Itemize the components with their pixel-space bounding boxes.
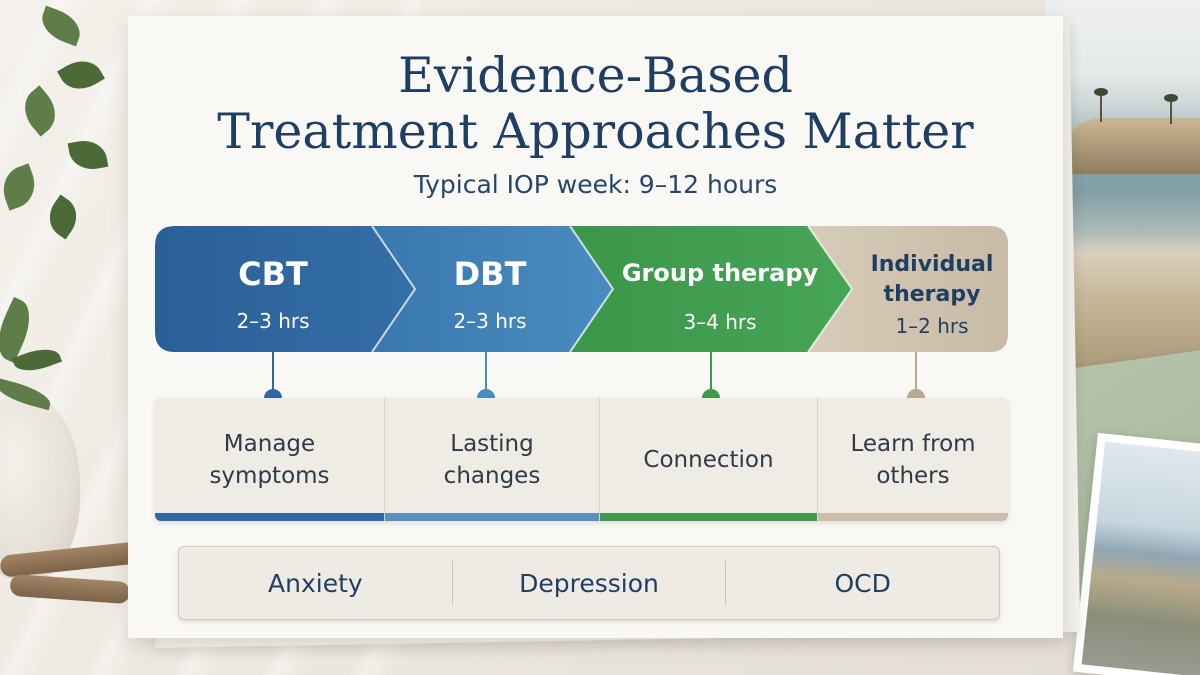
subtitle: Typical IOP week: 9–12 hours <box>413 170 778 199</box>
step-arrow-group-therapy <box>570 226 852 352</box>
step-arrow-dbt <box>372 226 613 352</box>
palm-tree <box>1100 92 1102 122</box>
step-name-individual-line2: therapy <box>884 282 981 307</box>
outcome-accent-bar <box>385 513 599 521</box>
step-name-cbt: CBT <box>238 255 308 293</box>
outcome-label: Lasting changes <box>443 430 541 489</box>
step-name-dbt: DBT <box>454 255 527 293</box>
chevron-separator <box>807 225 854 353</box>
outcome-accent-bar <box>818 513 1008 521</box>
outcome-connection: Connection <box>600 398 818 521</box>
step-name-group-therapy: Group therapy <box>622 259 819 287</box>
title-line-1: Evidence-Based <box>398 47 793 104</box>
outcome-label: Manage symptoms <box>209 430 330 489</box>
step-hours-dbt: 2–3 hrs <box>453 309 526 333</box>
outcome-label: Connection <box>643 446 774 473</box>
coastal-cliff <box>1062 118 1200 174</box>
chevron-separator <box>371 225 417 353</box>
chevron-separator <box>569 225 615 353</box>
condition-ocd: OCD <box>834 568 891 598</box>
outcome-manage-symptoms: Manage symptoms <box>155 398 385 521</box>
outcome-lasting-changes: Lasting changes <box>385 398 600 521</box>
outcomes-row: Manage symptoms Lasting changes Connecti… <box>155 398 1008 521</box>
step-hours-group-therapy: 3–4 hrs <box>683 310 756 334</box>
outcome-accent-bar <box>155 513 384 521</box>
conditions-divider <box>451 561 453 605</box>
outcome-learn-from-others: Learn from others <box>818 398 1008 521</box>
palm-tree-crown <box>1094 88 1108 96</box>
palm-tree <box>1170 98 1172 124</box>
step-arrow-cbt <box>155 226 415 352</box>
condition-anxiety: Anxiety <box>268 568 363 598</box>
palm-tree-crown <box>1164 94 1178 102</box>
outcome-label: Learn from others <box>850 430 976 489</box>
title-line-2: Treatment Approaches Matter <box>217 103 974 160</box>
conditions-divider <box>725 561 727 605</box>
outcome-accent-bar <box>600 513 817 521</box>
step-hours-individual-therapy: 1–2 hrs <box>895 314 968 338</box>
step-hours-cbt: 2–3 hrs <box>236 309 309 333</box>
conditions-bar: Anxiety Depression OCD <box>178 546 1000 620</box>
step-arrow-individual-therapy <box>805 226 1008 352</box>
condition-depression: Depression <box>519 568 659 598</box>
step-name-individual-line1: Individual <box>871 252 994 277</box>
